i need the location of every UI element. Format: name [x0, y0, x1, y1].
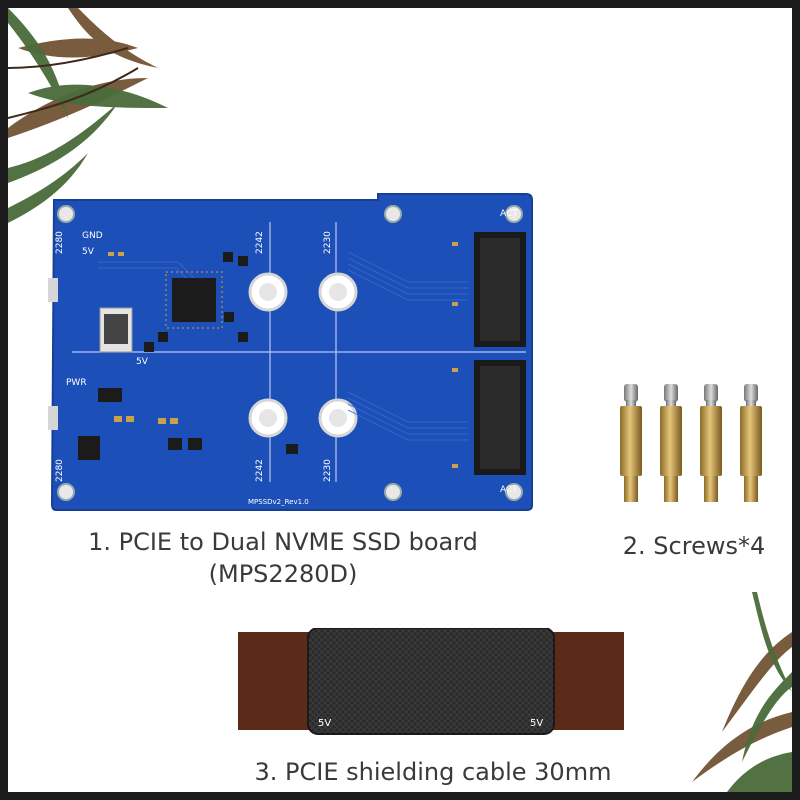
caption-cable-line1: 3. PCIE shielding cable 30mm: [254, 758, 612, 786]
shielding-cable-image: 5V 5V: [238, 628, 624, 735]
product-panel: GND 5V 5V PWR ACT ACT MPSSDv2_Rev1.0 228…: [8, 8, 792, 792]
caption-board-line2: (MPS2280D): [208, 560, 358, 588]
caption-screws: 2. Screws*4: [604, 530, 784, 562]
silk-act-top: ACT: [500, 209, 518, 219]
silk-2280-top: 2280: [55, 231, 65, 254]
silk-2242-top: 2242: [255, 231, 265, 254]
silk-2242-bottom: 2242: [255, 459, 265, 482]
caption-board-line1: 1. PCIE to Dual NVME SSD board: [88, 528, 478, 556]
silk-2230-top: 2230: [323, 231, 333, 254]
silk-2230-bottom: 2230: [323, 459, 333, 482]
standoff-screws-image: [620, 384, 762, 502]
caption-cable: 3. PCIE shielding cable 30mm: [238, 756, 628, 788]
cable-label-right: 5V: [530, 718, 543, 729]
silk-revision: MPSSDv2_Rev1.0: [248, 498, 309, 506]
silk-5v-top: 5V: [82, 247, 95, 257]
leaves-top-left: [8, 8, 168, 223]
leaves-bottom-right: [692, 592, 792, 792]
caption-screws-line1: 2. Screws*4: [622, 532, 766, 560]
nvme-board-image: GND 5V 5V PWR ACT ACT MPSSDv2_Rev1.0 228…: [48, 193, 533, 511]
silk-2280-bottom: 2280: [55, 459, 65, 482]
silk-gnd: GND: [82, 231, 103, 241]
silk-pwr: PWR: [66, 378, 87, 388]
silk-act-bottom: ACT: [500, 485, 518, 495]
caption-board: 1. PCIE to Dual NVME SSD board (MPS2280D…: [48, 526, 518, 590]
cable-label-left: 5V: [318, 718, 331, 729]
silk-5v-mid: 5V: [136, 357, 149, 367]
